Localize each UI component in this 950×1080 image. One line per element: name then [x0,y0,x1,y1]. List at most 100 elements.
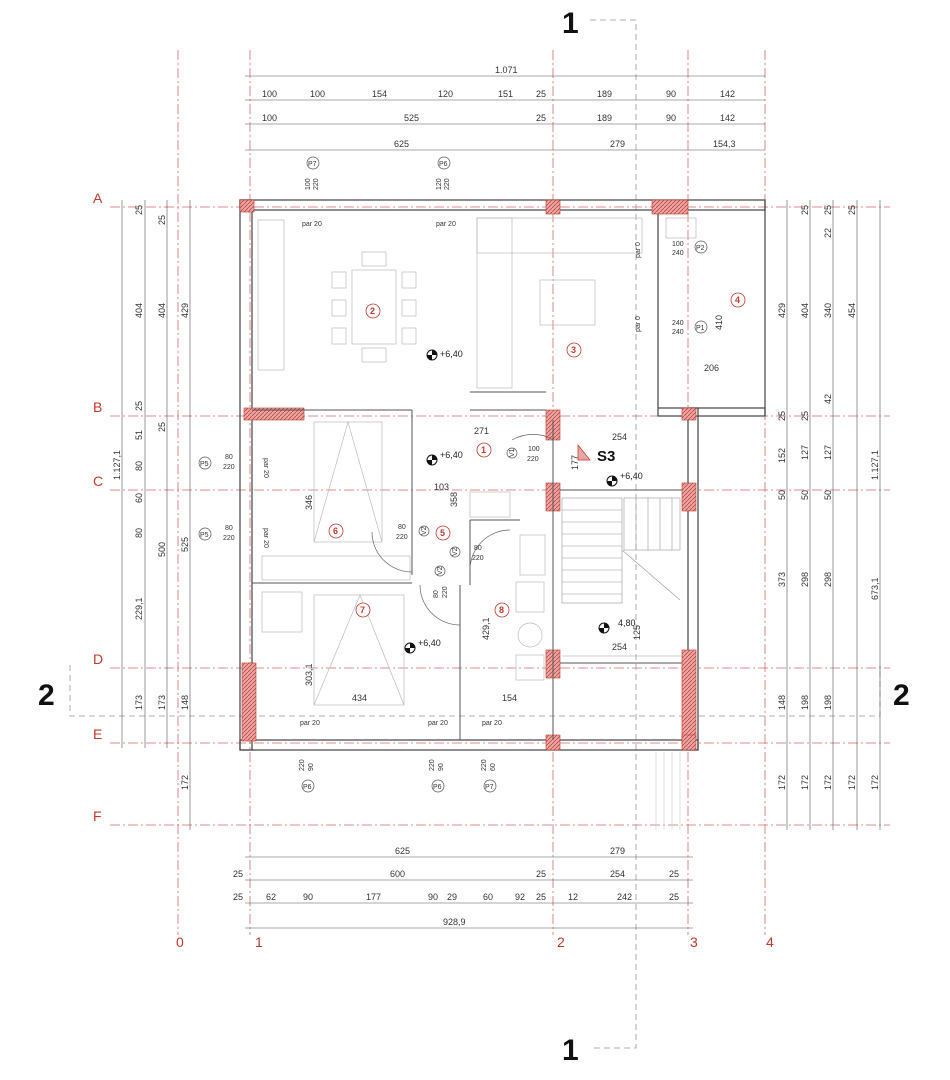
dim-left-3-3: 148 [180,695,190,710]
window-tag-p7-top: P7 [308,161,317,168]
dim-int-410: 410 [714,315,724,330]
dim-int-346: 346 [304,495,314,510]
door-size-2: 80 [398,524,406,531]
sill-note-3: par 0 [635,316,642,332]
level-markers: +6,40 +6,40 +6,40 +6,40 4,80 [404,349,643,654]
window-size-0: 100 [305,178,312,190]
dim-bot-3-11: 242 [617,892,632,902]
room-marker-6 [328,523,344,539]
window-size-17: 220 [481,759,488,771]
dim-left-3-4: 172 [180,775,190,790]
door-size-7: 220 [442,586,449,598]
section-arrow-icon [577,444,591,461]
level-value-1: +6,40 [440,450,463,460]
left-dimensions: 1.127,1 25 404 25 51 80 60 80 229,1 173 … [112,205,190,790]
door-size-6: 80 [433,590,440,598]
room-number-2: 2 [370,306,375,316]
dim-bot-3-3: 90 [303,892,313,902]
door-tags: V1 V2 V2 V2 [421,448,516,575]
interior-dimensions: 271 254 103 358 346 434 303,1 154 429,1 … [304,315,724,703]
dim-top-3-3: 154,3 [713,139,736,149]
door-tag-v2-c: V2 [437,566,444,575]
room-number-3: 3 [571,345,576,355]
dim-top-2-6: 142 [720,113,735,123]
room-marker-1 [476,442,492,458]
dim-int-154: 154 [502,693,517,703]
section-label-top: 1 [562,7,579,40]
dim-int-206: 206 [704,363,719,373]
door-tag-v1: V1 [509,448,516,457]
window-tag-p6-mid: P6 [433,784,442,791]
dim-left-3-1: 429 [180,303,190,318]
room-number-5: 5 [440,528,445,538]
door-size-5: 220 [472,555,484,562]
dim-bot-3-2: 62 [266,892,276,902]
dim-top-1-8: 90 [666,89,676,99]
dim-bot-3-8: 92 [515,892,525,902]
dim-int-177: 177 [570,455,580,470]
window-size-13: 220 [299,759,306,771]
dim-bot-3-4: 177 [366,892,381,902]
sill-note-7: par 20 [428,720,448,727]
dim-top-2-2: 525 [404,113,419,123]
dim-top-1-5: 151 [498,89,513,99]
dim-right-2-5: 50 [800,490,810,500]
door-size-0: 100 [528,446,540,453]
dim-bot-total: 928,9 [443,917,466,927]
room-number-8: 8 [499,605,504,615]
dim-bot-3-7: 60 [483,892,493,902]
dim-top-2-4: 189 [597,113,612,123]
dim-right-3-2: 22 [823,228,833,238]
dim-int-254-bottom: 254 [612,642,627,652]
dim-top-1-6: 25 [536,89,546,99]
room-marker-8 [494,602,510,618]
axis-label-3: 3 [690,934,698,950]
level-value-landing: 4,80 [618,618,636,628]
room-numbers [328,292,746,618]
room-marker-5 [435,525,451,541]
room-marker-3 [566,342,582,358]
level-value-7: +6,40 [418,638,441,648]
dim-right-1-1: 429 [777,303,787,318]
sill-note-8: par 20 [482,720,502,727]
window-tags: P7 P6 P2 P1 P5 P5 P6 P6 P7 [200,161,705,791]
dim-top-1-2: 100 [310,89,325,99]
dim-int-429: 429,1 [481,617,491,640]
dim-int-254-top: 254 [612,432,627,442]
window-size-2: 120 [436,178,443,190]
dim-bot-2-4: 254 [610,869,625,879]
dim-left-1-5: 80 [134,461,144,471]
door-tag-circles [418,447,518,577]
sill-note-6: par 20 [300,720,320,727]
sill-note-5: par 20 [262,528,269,548]
dim-top-1-1: 100 [262,89,277,99]
row-axis-labels: A B C D E F [93,190,103,824]
level-value-3: +6,40 [440,349,463,359]
window-tag-p7-bottom: P7 [485,784,494,791]
level-marker-3: +6,40 [426,349,463,361]
dim-right-3-7: 298 [823,572,833,587]
dim-int-125: 125 [632,625,642,640]
dim-top-3-2: 279 [610,139,625,149]
window-tag-p6-left: P6 [303,784,312,791]
axis-label-d: D [93,651,103,667]
dim-top-2-5: 90 [666,113,676,123]
dim-top-1-7: 189 [597,89,612,99]
dim-right-2-7: 198 [800,695,810,710]
room-marker-7 [355,602,371,618]
dim-right-2-4: 127 [800,445,810,460]
dim-right-4-3: 172 [847,775,857,790]
dim-top-2-3: 25 [536,113,546,123]
dim-left-3-2: 525 [180,537,190,552]
dim-bot-3-1: 25 [233,892,243,902]
dim-int-358: 358 [449,492,459,507]
dim-right-4-2: 454 [847,303,857,318]
dim-bot-1-1: 625 [395,846,410,856]
dim-right-2-6: 298 [800,572,810,587]
dim-top-2-1: 100 [262,113,277,123]
dim-left-2-1: 25 [157,215,167,225]
dim-right-1-6: 148 [777,695,787,710]
level-marker-stair: +6,40 [606,471,643,487]
dim-int-303: 303,1 [304,663,314,686]
window-size-14: 90 [438,763,445,771]
